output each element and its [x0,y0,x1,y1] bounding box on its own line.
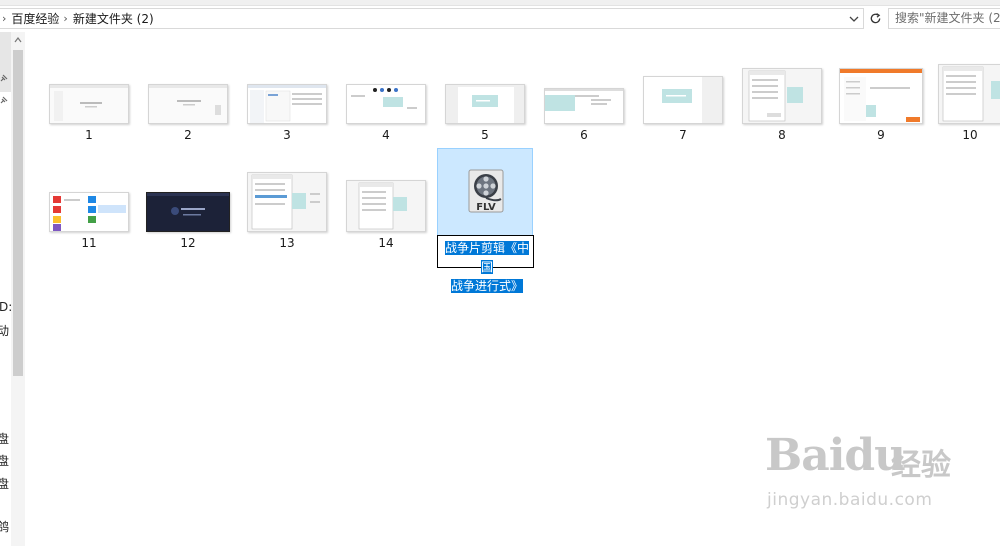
file-thumbnail [247,84,327,124]
chevron-down-icon[interactable] [847,11,861,27]
file-name: 1 [85,128,93,142]
file-thumbnail [346,84,426,124]
file-thumbnail [49,84,129,124]
nav-pane-scrollbar[interactable] [11,32,25,546]
file-thumbnail [445,84,525,124]
file-item[interactable]: 8 [734,68,830,168]
file-thumbnail [544,88,624,124]
nav-pane-header [0,32,11,92]
file-thumbnail [839,68,923,124]
watermark-cn-text: 经验 [891,448,951,483]
file-name: 10 [962,128,978,142]
rename-text-line1[interactable]: 战争片剪辑《中国 [444,241,529,274]
watermark-logo: Baidu [765,430,906,481]
file-name: 3 [283,128,291,142]
file-name: 12 [180,236,196,250]
search-input[interactable]: 搜索"新建文件夹 (2)" [888,8,1000,29]
breadcrumb-item-0[interactable]: 百度经验 [11,12,60,26]
file-item[interactable]: 14 [338,176,434,276]
file-thumbnail [643,76,723,124]
nav-item[interactable]: 鸽 [0,520,10,534]
file-name: 14 [378,236,394,250]
file-item[interactable]: 10 [932,64,1000,168]
file-item[interactable]: 4 [338,68,434,168]
file-item[interactable]: 13 [239,172,335,276]
pin-icon[interactable] [0,74,8,82]
file-name: 4 [382,128,390,142]
file-item[interactable]: 7 [635,68,731,168]
file-thumbnail [148,84,228,124]
chevron-right-icon[interactable]: › [63,12,68,25]
file-item[interactable]: 3 [239,68,335,168]
file-name: 5 [481,128,489,142]
nav-item[interactable]: 动 [0,324,10,338]
pin-icon[interactable] [0,96,8,104]
scroll-up-icon[interactable] [14,36,22,44]
file-name: 11 [81,236,97,250]
nav-item[interactable]: 盘 [0,477,10,491]
file-item[interactable]: 6 [536,68,632,168]
refresh-icon[interactable] [866,8,884,29]
file-name: 7 [679,128,687,142]
baidu-watermark: Baidu 经验 jingyan.baidu.com [765,430,995,530]
window-top-strip [0,0,1000,6]
file-name: 13 [279,236,295,250]
nav-item[interactable]: 盘 [0,432,10,446]
file-name: 8 [778,128,786,142]
nav-item[interactable]: 盘 [0,454,10,468]
flv-video-icon[interactable] [468,169,504,213]
file-name: 9 [877,128,885,142]
file-name: 2 [184,128,192,142]
file-thumbnail [247,172,327,232]
file-item[interactable]: 11 [41,176,137,276]
rename-field[interactable]: 战争片剪辑《中国 战争进行式》 [437,235,534,293]
watermark-url: jingyan.baidu.com [767,490,933,510]
file-thumbnail [49,192,129,232]
flv-icon-label: FLV [476,202,496,213]
file-view: 1 2 3 4 5 6 7 [25,32,1000,546]
file-thumbnail [346,180,426,232]
navigation-pane: D: 动 盘 盘 盘 鸽 [0,32,11,546]
address-row: › 百度经验 › 新建文件夹 (2) 搜索"新建文件夹 (2)" [0,6,1000,30]
file-item[interactable]: 9 [833,68,929,168]
address-bar[interactable]: › 百度经验 › 新建文件夹 (2) [0,8,864,29]
file-thumbnail [146,192,230,232]
scrollbar-thumb[interactable] [13,50,23,376]
nav-item-drive-d[interactable]: D: [0,300,11,314]
file-item[interactable]: 2 [140,68,236,168]
file-thumbnail [742,68,822,124]
breadcrumb-item-1[interactable]: 新建文件夹 (2) [72,12,154,26]
file-item[interactable]: 5 [437,68,533,168]
rename-text-line2[interactable]: 战争进行式》 [450,279,523,293]
file-item[interactable]: 12 [140,176,236,276]
file-item[interactable]: 1 [41,68,137,168]
chevron-right-icon[interactable]: › [2,12,7,25]
file-name: 6 [580,128,588,142]
file-thumbnail [938,64,1000,124]
